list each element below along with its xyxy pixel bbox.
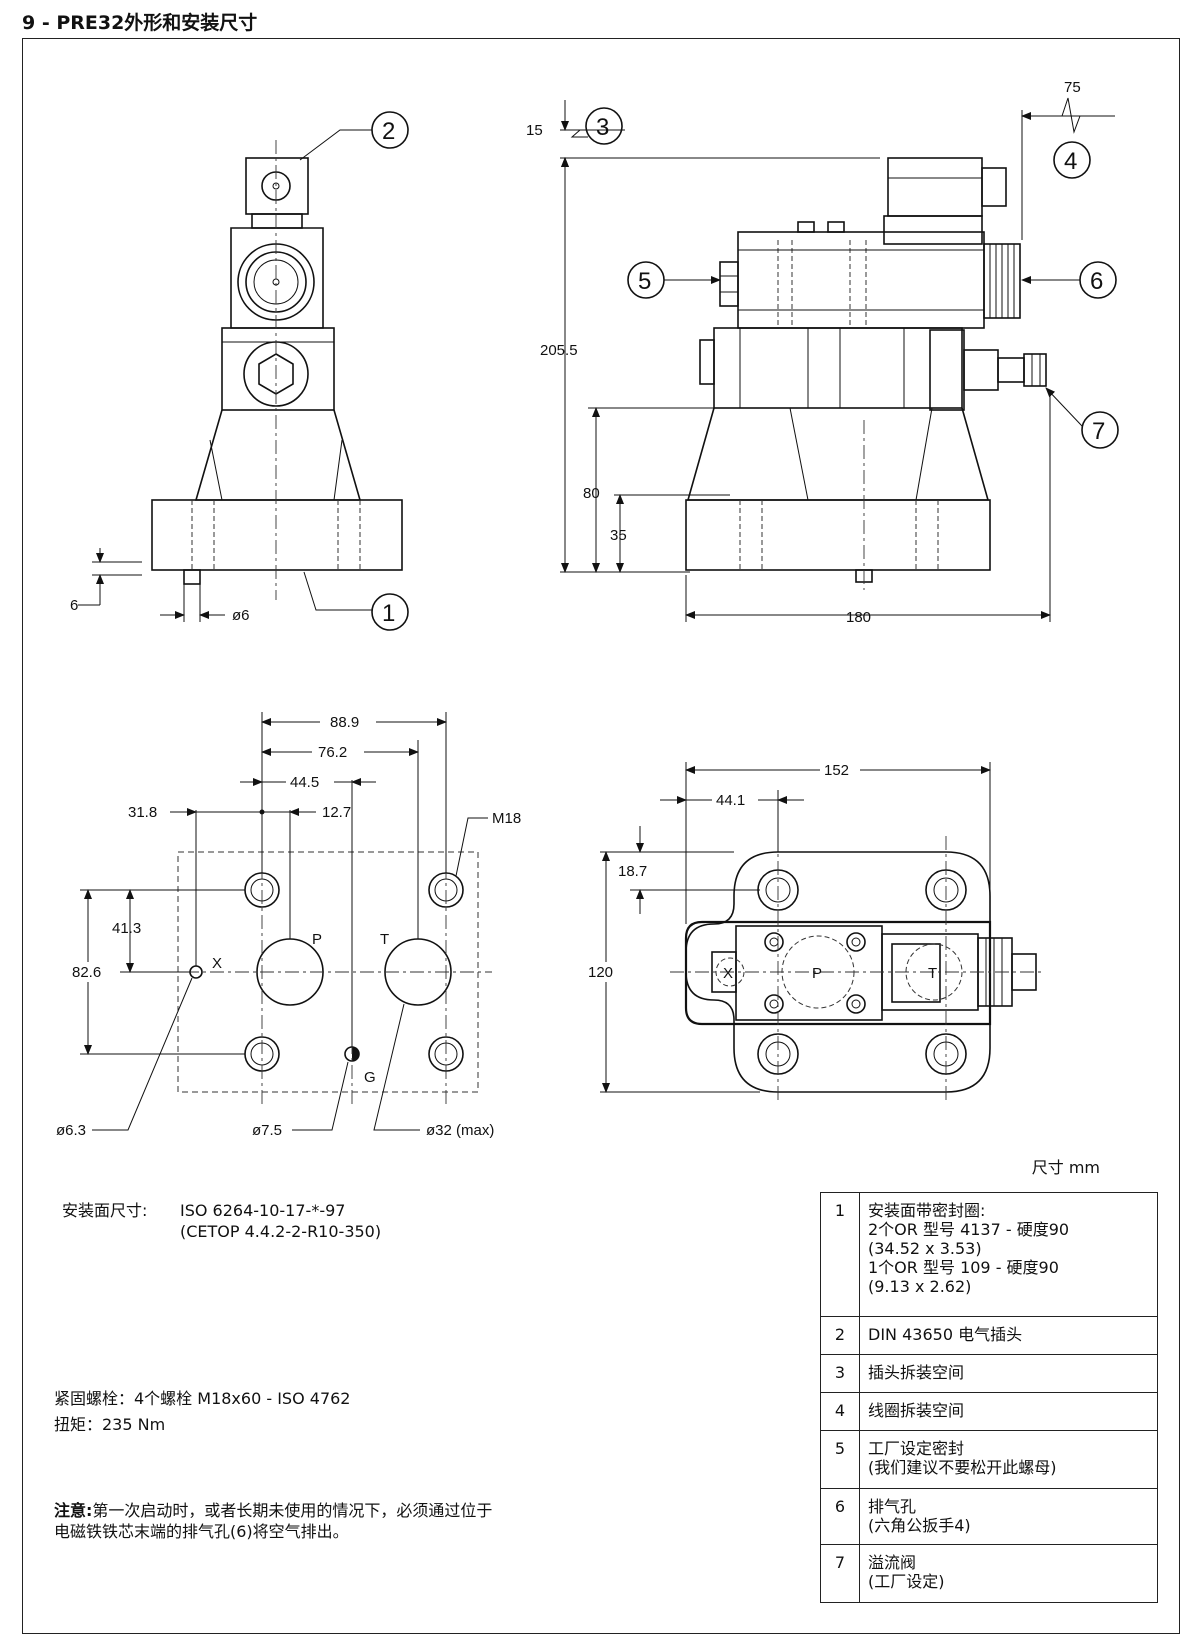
legend-text: 溢流阀 (工厂设定): [859, 1544, 1158, 1603]
balloon-2-label: 2: [382, 118, 395, 145]
side-base: [685, 499, 991, 571]
side-coil: [737, 231, 985, 329]
balloon-1-label: 1: [382, 600, 395, 627]
legend-text: 排气孔 (六角公扳手4): [859, 1488, 1158, 1545]
mounting-spec-label: 安装面尺寸:: [62, 1201, 148, 1220]
dim-18-7: 18.7: [618, 863, 647, 880]
balloon-4-label: 4: [1064, 148, 1077, 175]
legend-table: 1 安装面带密封圈: 2个OR 型号 4137 - 硬度90 (34.52 x …: [820, 1192, 1158, 1603]
dim-75: 75: [1064, 79, 1081, 96]
legend-row: 2 DIN 43650 电气插头: [820, 1316, 1158, 1355]
torque-spec: 扭矩：235 Nm: [54, 1415, 166, 1434]
legend-text: 线圈拆装空间: [859, 1392, 1158, 1431]
dim-41-3: 41.3: [112, 920, 141, 937]
dim-31-8: 31.8: [128, 804, 157, 821]
mounting-surface-view: P T X G 88.9 76.2 44.5 31.8 12.7: [56, 710, 521, 1139]
front-connector: [245, 157, 309, 215]
caution-line2: 电磁铁铁芯末端的排气孔(6)将空气排出。: [54, 1522, 349, 1541]
front-coil: [230, 227, 324, 329]
top-label-x: X: [723, 965, 733, 982]
dim-44-1: 44.1: [716, 792, 745, 809]
legend-num: 7: [820, 1544, 860, 1603]
dim-76-2: 76.2: [318, 744, 347, 761]
dim-dia7-5: ø7.5: [252, 1122, 282, 1139]
bolt-spec: 紧固螺栓：4个螺栓 M18x60 - ISO 4762: [54, 1389, 351, 1408]
dim-dia6: ø6: [232, 607, 250, 624]
balloon-4: [1053, 141, 1091, 179]
front-base: [151, 499, 403, 571]
dim-dia32: ø32 (max): [426, 1122, 494, 1139]
dim-180: 180: [846, 609, 871, 626]
caution-label: 注意:: [54, 1501, 93, 1520]
side-nut: [719, 261, 739, 307]
legend-row: 5 工厂设定密封 (我们建议不要松开此螺母): [820, 1430, 1158, 1489]
legend-row: 7 溢流阀 (工厂设定): [820, 1544, 1158, 1603]
side-view: 15 3 75 4 5 6 7 205.5 80 35: [526, 79, 1119, 626]
balloon-1: [371, 593, 409, 631]
balloon-3: [585, 107, 623, 145]
label-port-g: G: [364, 1069, 376, 1086]
label-port-p: P: [312, 931, 322, 948]
dim-35: 35: [610, 527, 627, 544]
legend-text: 插头拆装空间: [859, 1354, 1158, 1393]
front-view: 6 ø6 2 1: [70, 111, 409, 631]
legend-num: 1: [820, 1192, 860, 1317]
dim-205-5: 205.5: [540, 342, 578, 359]
top-label-p: P: [812, 965, 822, 982]
drawing-frame: [22, 38, 1180, 1634]
page-title: 9 - PRE32外形和安装尺寸: [22, 12, 258, 34]
caution-line1: 第一次启动时，或者长期未使用的情况下，必须通过位于: [92, 1501, 493, 1520]
legend-text: 安装面带密封圈: 2个OR 型号 4137 - 硬度90 (34.52 x 3.…: [859, 1192, 1158, 1317]
caution-note: 注意:第一次启动时，或者长期未使用的情况下，必须通过位于 电磁铁铁芯末端的排气孔…: [54, 1500, 614, 1542]
dim-15: 15: [526, 122, 543, 139]
mounting-spec-line1: ISO 6264-10-17-*-97: [180, 1201, 346, 1220]
legend-row: 6 排气孔 (六角公扳手4): [820, 1488, 1158, 1545]
legend-row: 4 线圈拆装空间: [820, 1392, 1158, 1431]
balloon-5: [627, 261, 665, 299]
label-port-x: X: [212, 955, 222, 972]
dim-dia6-3: ø6.3: [56, 1122, 86, 1139]
balloon-6-label: 6: [1090, 268, 1103, 295]
legend-num: 4: [820, 1392, 860, 1431]
mounting-spec-line2: (CETOP 4.4.2-2-R10-350): [180, 1222, 382, 1241]
dim-6: 6: [70, 597, 78, 614]
top-base-plate: [685, 851, 991, 1093]
legend-num: 3: [820, 1354, 860, 1393]
legend-num: 2: [820, 1316, 860, 1355]
balloon-2: [371, 111, 409, 149]
dim-88-9: 88.9: [330, 714, 359, 731]
balloon-5-label: 5: [638, 268, 651, 295]
legend-row: 3 插头拆装空间: [820, 1354, 1158, 1393]
balloon-7-label: 7: [1092, 418, 1105, 445]
legend-text: 工厂设定密封 (我们建议不要松开此螺母): [859, 1430, 1158, 1489]
balloon-3-label: 3: [596, 114, 609, 141]
top-view: X P T 152 44.1 18.7 120: [586, 758, 1044, 1100]
mounting-spec: 安装面尺寸: ISO 6264-10-17-*-97 (CETOP 4.4.2-…: [62, 1200, 381, 1241]
label-port-t: T: [380, 931, 389, 948]
dim-12-7: 12.7: [322, 804, 351, 821]
dim-120: 120: [588, 964, 613, 981]
legend-num: 6: [820, 1488, 860, 1545]
balloon-6: [1079, 261, 1117, 299]
units-label: 尺寸 mm: [1031, 1158, 1100, 1177]
side-connector: [887, 157, 983, 217]
top-label-t: T: [928, 965, 937, 982]
label-m18: M18: [492, 810, 521, 827]
dim-82-6: 82.6: [72, 964, 101, 981]
legend-num: 5: [820, 1430, 860, 1489]
legend-row: 1 安装面带密封圈: 2个OR 型号 4137 - 硬度90 (34.52 x …: [820, 1192, 1158, 1317]
balloon-7: [1081, 411, 1119, 449]
dim-152: 152: [824, 762, 849, 779]
legend-text: DIN 43650 电气插头: [859, 1316, 1158, 1355]
side-relief-valve: [963, 349, 999, 391]
dim-44-5: 44.5: [290, 774, 319, 791]
dim-80: 80: [583, 485, 600, 502]
